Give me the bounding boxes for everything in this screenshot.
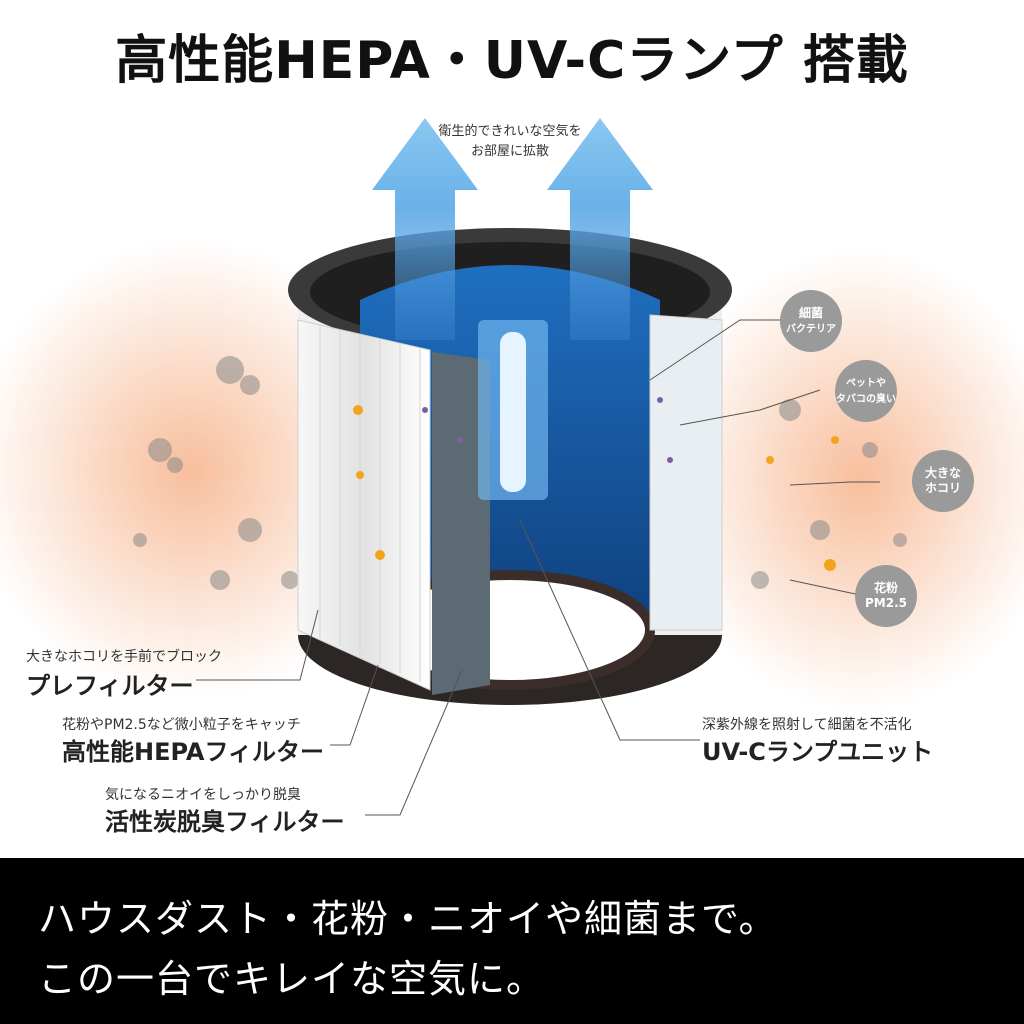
prefilter-label: プレフィルター bbox=[26, 672, 194, 700]
carbon-label: 活性炭脱臭フィルター bbox=[105, 808, 345, 836]
bubble-odor-line2: タバコの臭い bbox=[836, 394, 896, 405]
arrow-caption: 衛生的できれいな空気を お部屋に拡散 bbox=[410, 122, 610, 162]
bottom-line-1: ハウスダスト・花粉・ニオイや細菌まで。 bbox=[38, 897, 778, 941]
bottom-banner: ハウスダスト・花粉・ニオイや細菌まで。 この一台でキレイな空気に。 bbox=[0, 858, 1024, 1024]
clean-air-arrow-right bbox=[547, 118, 653, 340]
filter-illustration bbox=[0, 118, 1024, 816]
right-air-haze bbox=[660, 250, 1024, 710]
bubble-bacteria-line2: バクテリア bbox=[786, 323, 836, 335]
bottom-line-2: この一台でキレイな空気に。 bbox=[38, 957, 546, 1001]
prefilter-description: 大きなホコリを手前でブロック bbox=[26, 649, 222, 665]
clean-air-arrow-left bbox=[372, 118, 478, 340]
carbon-description: 気になるニオイをしっかり脱臭 bbox=[105, 787, 301, 803]
uvc-label: UV-Cランプユニット bbox=[702, 738, 934, 766]
hepa-description: 花粉やPM2.5など微小粒子をキャッチ bbox=[62, 717, 301, 733]
arrow-caption-line2: お部屋に拡散 bbox=[470, 144, 549, 159]
bubble-pollen-line2: PM2.5 bbox=[865, 596, 907, 610]
dust-particles bbox=[133, 356, 907, 590]
bubble-bacteria-line1: 細菌 bbox=[798, 305, 823, 320]
bubble-odor: ペットやタバコの臭い bbox=[835, 360, 897, 422]
bubble-dust-line2: ホコリ bbox=[924, 481, 961, 495]
hepa-label: 高性能HEPAフィルター bbox=[62, 738, 324, 766]
pollen-particles bbox=[353, 405, 839, 571]
filter-diagram: 衛生的できれいな空気を お部屋に拡散 細菌バクテリア ペットやタバコの臭い 大き… bbox=[0, 110, 1024, 870]
uvc-description: 深紫外線を照射して細菌を不活化 bbox=[702, 717, 912, 733]
bubble-dust-line1: 大きな bbox=[924, 466, 961, 480]
bacteria-particles bbox=[422, 397, 673, 463]
bubble-bacteria: 細菌バクテリア bbox=[780, 290, 842, 352]
bubble-dust: 大きなホコリ bbox=[912, 450, 974, 512]
page-title: 高性能HEPA・UV-Cランプ 搭載 bbox=[115, 31, 909, 91]
arrow-caption-line1: 衛生的できれいな空気を bbox=[438, 124, 582, 139]
bubble-odor-line1: ペットや bbox=[846, 378, 886, 389]
bubble-pollen-line1: 花粉 bbox=[873, 581, 898, 595]
